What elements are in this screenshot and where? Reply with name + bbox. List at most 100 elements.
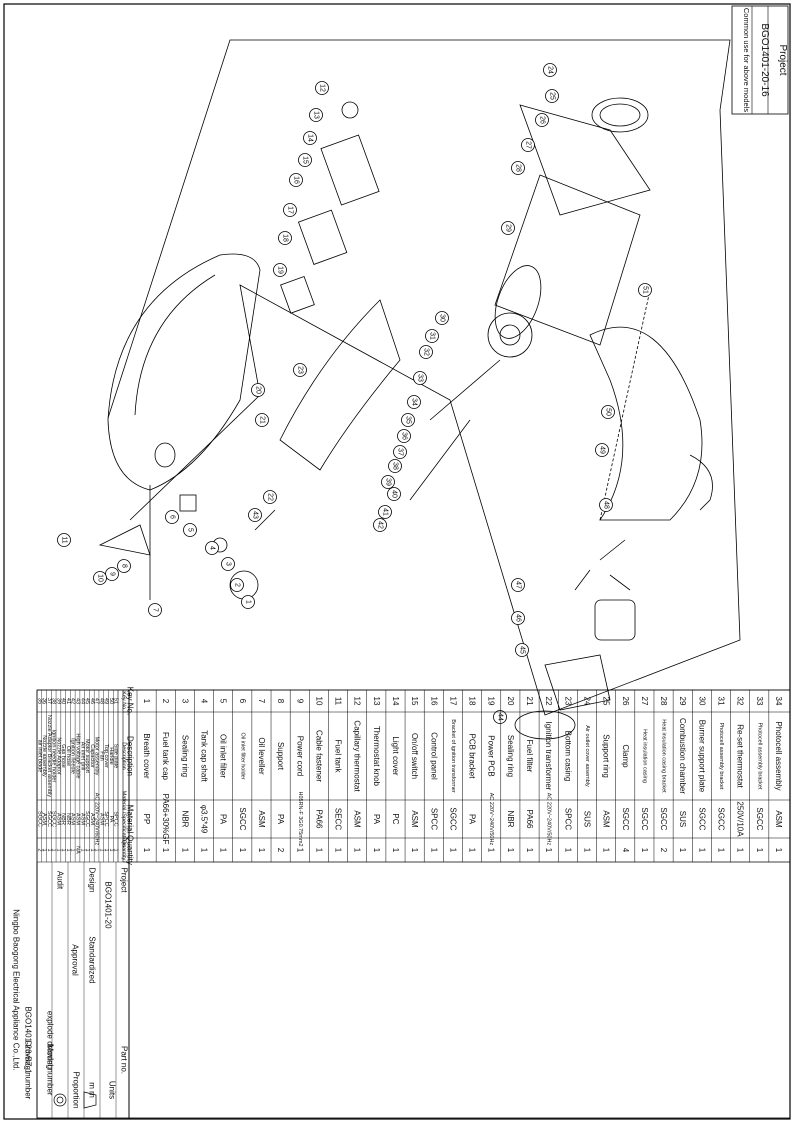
left-cell-mat: ASM — [75, 813, 81, 825]
cell-qty: 1 — [334, 848, 343, 853]
callout-2: 2 — [230, 578, 244, 592]
cell-desc: Capillary thermostat — [353, 720, 362, 792]
combustion-chamber — [519, 104, 651, 216]
cell-mat: AC 220V~240V/50Hz — [546, 793, 552, 846]
callout-48: 48 — [599, 498, 613, 512]
cell-qty: 1 — [755, 848, 764, 853]
cell-qty: 1 — [602, 848, 611, 853]
callout-40: 40 — [387, 487, 401, 501]
left-cell-mat: ASM — [55, 813, 61, 825]
cell-qty: 1 — [468, 848, 477, 853]
svg-text:13: 13 — [313, 111, 320, 119]
svg-text:34: 34 — [411, 398, 418, 406]
cell-desc: Fuel tank — [334, 740, 343, 774]
left-cell-key: 39 — [55, 698, 61, 704]
cell-key: 8 — [276, 699, 285, 704]
cell-qty: 1 — [161, 848, 170, 853]
left-cell-key: 47 — [94, 698, 100, 704]
callout-46: 46 — [511, 611, 525, 625]
svg-text:16: 16 — [293, 176, 300, 184]
svg-text:43: 43 — [252, 511, 259, 519]
left-cell-key: 43 — [75, 698, 81, 704]
cell-qty: 1 — [525, 848, 534, 853]
cell-key: 5 — [219, 699, 228, 704]
cell-qty: 1 — [582, 848, 591, 853]
cell-desc: Re-set thermostat — [736, 724, 745, 788]
cell-qty: 2 — [659, 848, 668, 853]
left-cell-qty: 1 — [113, 848, 119, 851]
cell-desc: Sealing ring — [506, 735, 515, 777]
cell-key: 14 — [391, 697, 400, 706]
callout-26: 26 — [535, 113, 549, 127]
cell-mat: SPCC — [429, 808, 438, 830]
svg-text:10: 10 — [97, 574, 104, 582]
cell-key: 7 — [257, 699, 266, 704]
cell-mat: NBR — [506, 811, 515, 828]
cell-mat: SGCC — [448, 807, 457, 830]
drawing-number-label: Drawing number — [24, 1041, 33, 1100]
cell-qty: 1 — [506, 848, 515, 853]
fan — [574, 539, 631, 591]
callout-34: 34 — [407, 395, 421, 409]
left-cell-desc: Ignition needle — [70, 738, 76, 774]
assembly-outline — [107, 39, 741, 716]
left-cell-desc: Ignition needle holder — [51, 730, 57, 783]
left-cell-desc: Top cover — [103, 744, 109, 768]
svg-text:9: 9 — [109, 572, 116, 576]
cell-desc: Burner support plate — [697, 720, 706, 793]
air-outlet-ring — [591, 97, 649, 133]
left-header-mat: Material /Specifications — [121, 791, 127, 848]
callout-6: 6 — [165, 510, 179, 524]
cell-desc: Cable fastener — [314, 730, 323, 782]
callout-19: 19 — [273, 263, 287, 277]
svg-text:51: 51 — [642, 286, 649, 294]
cell-desc: Control panel — [429, 732, 438, 780]
cell-desc: Bracket of ignition transformer — [450, 719, 456, 793]
cell-key: 26 — [621, 697, 630, 706]
thermostat-knob — [341, 101, 359, 119]
left-cell-qty: 1 — [51, 848, 57, 851]
left-cell-key: 41 — [65, 698, 71, 704]
cell-key: 29 — [678, 697, 687, 706]
audit-label: Audit — [56, 871, 65, 890]
cell-mat: SGCC — [697, 807, 706, 830]
left-cell-key: 48 — [98, 698, 104, 704]
svg-text:26: 26 — [539, 116, 546, 124]
cell-qty: 1 — [716, 848, 725, 853]
callout-20: 20 — [251, 383, 265, 397]
callout-10: 10 — [93, 571, 107, 585]
left-cell-qty: 2 — [36, 848, 42, 851]
svg-text:33: 33 — [417, 374, 424, 382]
callout-30: 30 — [435, 311, 449, 325]
callout-51: 51 — [638, 283, 652, 297]
cell-mat: φ3.5*49 — [200, 805, 209, 834]
motor — [594, 599, 636, 641]
cell-mat: ASM — [410, 810, 419, 828]
cell-desc: Support — [276, 742, 285, 771]
motor-support — [544, 654, 611, 711]
cell-qty: 1 — [219, 848, 228, 853]
svg-text:49: 49 — [599, 446, 606, 454]
left-cell-desc: Nozzle Adaptor — [55, 737, 61, 774]
svg-text:24: 24 — [547, 66, 554, 74]
cell-desc: Combustion chamber — [678, 718, 687, 794]
parts-table-right: Key No.DescriptionMaterialQuantity1Breat… — [122, 687, 791, 1119]
svg-text:41: 41 — [382, 508, 389, 516]
